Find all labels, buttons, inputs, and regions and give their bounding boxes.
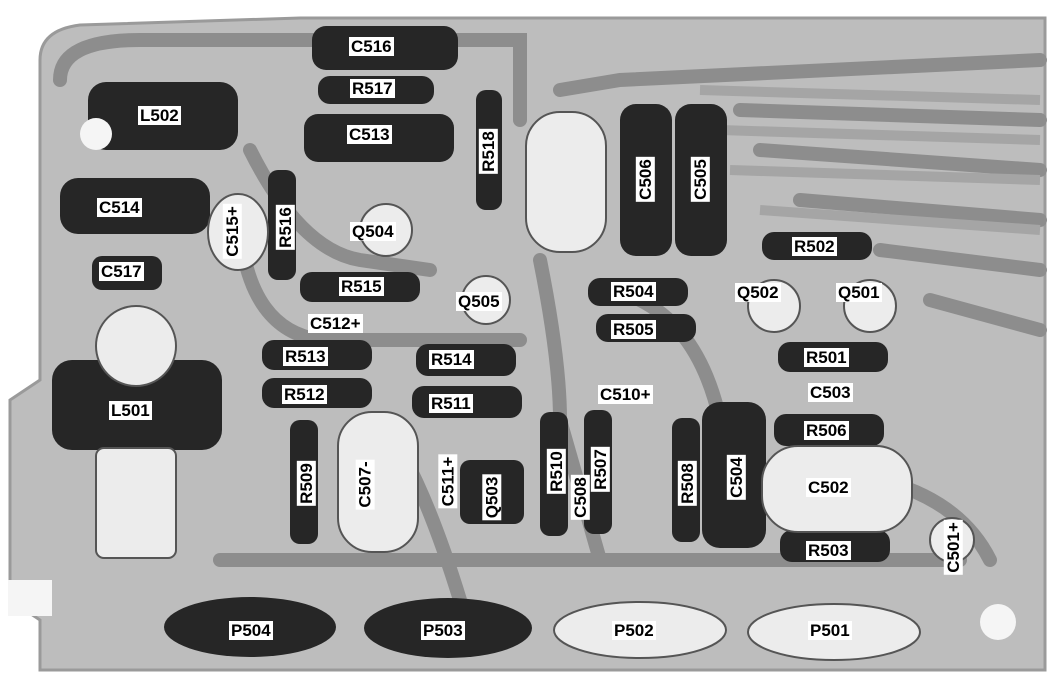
label-c511: C511+ — [438, 454, 458, 509]
label-c517: C517 — [99, 262, 144, 281]
label-r513: R513 — [283, 347, 328, 366]
label-r504: R504 — [611, 282, 656, 301]
label-r512: R512 — [282, 385, 327, 404]
label-c508: C508 — [570, 475, 590, 520]
label-c501: C501+ — [943, 520, 963, 575]
label-r508: R508 — [677, 461, 697, 506]
label-r503: R503 — [806, 541, 851, 560]
label-p504: P504 — [229, 621, 273, 640]
label-c510: C510+ — [598, 385, 653, 404]
label-c503: C503 — [808, 383, 853, 402]
label-r511: R511 — [429, 394, 473, 413]
label-r509: R509 — [296, 461, 316, 506]
label-c516: C516 — [349, 37, 394, 56]
label-r517: R517 — [350, 79, 395, 98]
label-c505: C505 — [690, 157, 710, 202]
label-p502: P502 — [612, 621, 656, 640]
label-l502: L502 — [138, 106, 181, 125]
label-r510: R510 — [546, 449, 566, 494]
label-q503: Q503 — [482, 474, 502, 521]
label-r507: R507 — [590, 447, 610, 492]
label-c512: C512+ — [308, 314, 363, 333]
label-q505: Q505 — [456, 292, 502, 311]
label-q501: Q501 — [836, 283, 882, 302]
label-r502: R502 — [792, 237, 837, 256]
label-p503: P503 — [421, 621, 465, 640]
label-r506: R506 — [804, 421, 849, 440]
label-c502: C502 — [806, 478, 851, 497]
label-p501: P501 — [808, 621, 852, 640]
label-l501: L501 — [109, 401, 152, 420]
label-r501: R501 — [804, 348, 849, 367]
label-r505: R505 — [611, 320, 656, 339]
label-c515: C515+ — [222, 204, 242, 259]
label-r516: R516 — [275, 205, 295, 250]
label-c504: C504 — [726, 455, 746, 500]
label-c514: C514 — [97, 198, 142, 217]
label-q502: Q502 — [735, 283, 781, 302]
label-r518: R518 — [478, 129, 498, 174]
label-q504: Q504 — [350, 222, 396, 241]
label-r515: R515 — [339, 277, 384, 296]
label-c506: C506 — [635, 157, 655, 202]
label-c507: C507- — [355, 459, 375, 510]
label-r514: R514 — [429, 350, 474, 369]
label-c513: C513 — [347, 125, 392, 144]
